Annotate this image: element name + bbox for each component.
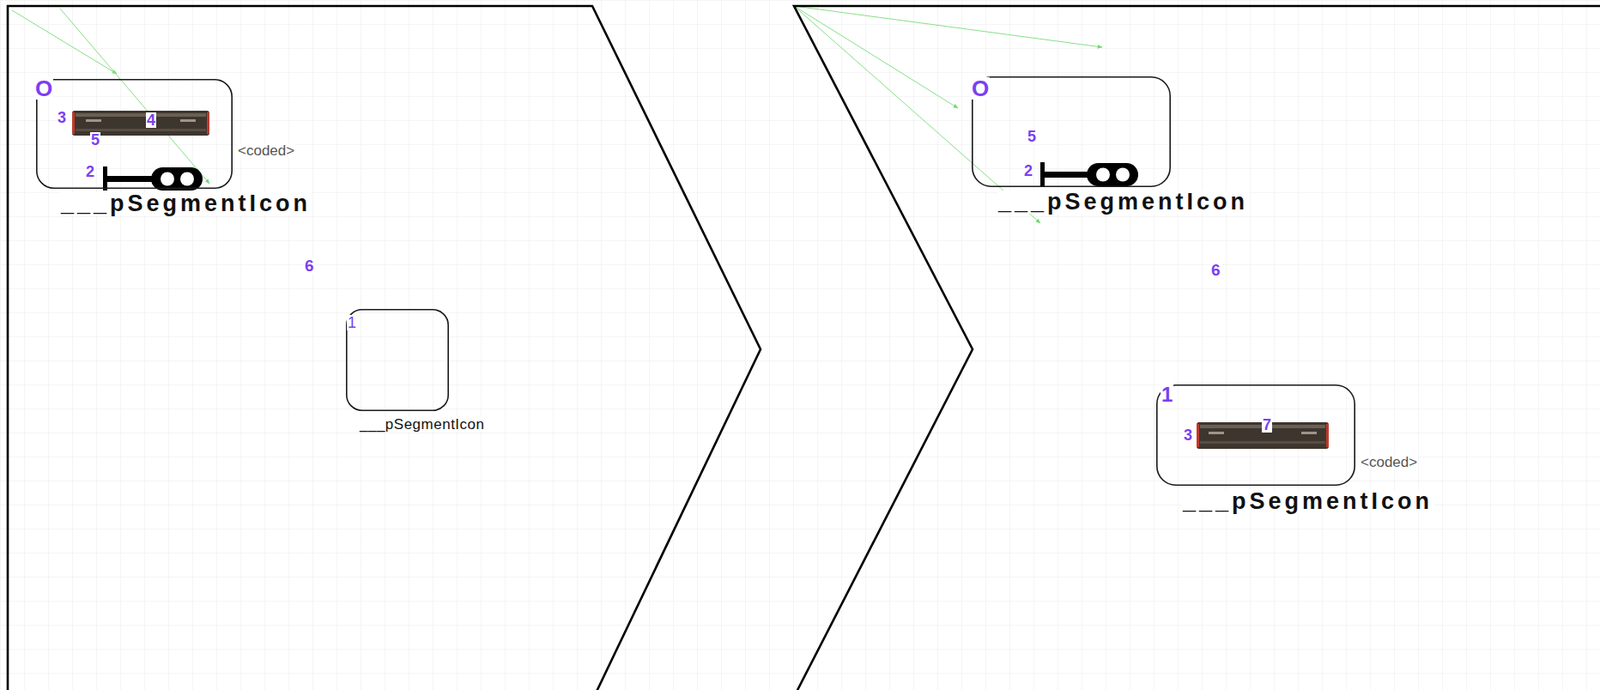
- callout-number: 1: [346, 315, 358, 331]
- box-outline: [1157, 385, 1355, 485]
- callout-number: 7: [1261, 417, 1273, 433]
- device-mark: [1301, 431, 1317, 435]
- pointer-line: [793, 6, 1103, 48]
- before-panel: O3452<coded>___pSegmentIcon1___pSegmentI…: [0, 0, 777, 690]
- pointer-line: [60, 8, 210, 184]
- key-symbol: [103, 166, 203, 191]
- node-outline: [787, 0, 1600, 690]
- device-stripe: [75, 128, 207, 132]
- segment-box: O52___pSegmentIcon: [971, 76, 1171, 188]
- callout-number: 2: [1023, 163, 1034, 179]
- chevron-outline: [793, 6, 1600, 690]
- callout-number: 5: [90, 132, 101, 148]
- after-panel: O 5 2 ___pSegmentIcon 1 3 7 <coded> ___pSegmentI…: [787, 0, 1600, 690]
- key-symbol: [1040, 162, 1139, 187]
- segment-box: 1___pSegmentIcon: [345, 309, 449, 412]
- segment-box: O3452<coded>___pSegmentIcon: [36, 78, 233, 189]
- callout-number: 6: [1210, 261, 1222, 279]
- stereotype-label: <coded>: [1359, 454, 1419, 470]
- device-mark: [1208, 431, 1225, 435]
- key-hole: [1115, 168, 1130, 182]
- key-hole: [160, 172, 175, 187]
- box-outline: [346, 309, 449, 411]
- node-outline: [971, 76, 1171, 188]
- device-mark: [180, 119, 196, 122]
- callout-number: 4: [145, 112, 157, 128]
- key-head: [151, 167, 203, 191]
- device-end: [72, 112, 75, 134]
- key-head: [1086, 163, 1139, 187]
- segment-name: ___pSegmentIcon: [358, 417, 486, 432]
- device-end: [1326, 424, 1329, 448]
- callout-letter: O: [970, 77, 990, 100]
- box-outline: [36, 79, 232, 188]
- key-hole: [1096, 168, 1110, 182]
- box-outline: [972, 77, 1170, 187]
- segment-name: ___pSegmentIcon: [997, 190, 1249, 214]
- callout-letter: O: [34, 77, 54, 100]
- callout-number: 5: [1026, 128, 1037, 145]
- key-bar: [1042, 171, 1094, 178]
- stereotype-label: <coded>: [236, 143, 296, 158]
- pointer-line: [793, 6, 958, 109]
- chevron-outline: [7, 6, 761, 690]
- segment-name: ___pSegmentIcon: [1181, 490, 1434, 514]
- key-bar: [104, 175, 158, 182]
- segment-box: 137<coded>___pSegmentIcon: [1156, 384, 1356, 486]
- callout-number: 3: [56, 109, 67, 126]
- callout-number: 6: [303, 257, 316, 274]
- node-outline: [345, 309, 449, 412]
- device-highlight: [75, 113, 207, 117]
- callout-number: 2: [84, 163, 96, 180]
- pointer-lines: [12, 6, 1103, 224]
- callout-number: 3: [1182, 427, 1194, 443]
- node-outline: [0, 0, 777, 690]
- device-mark: [85, 119, 102, 122]
- device-stripe: [1200, 441, 1326, 444]
- pointer-line: [12, 10, 117, 74]
- node-outline: [36, 78, 233, 189]
- segment-name: ___pSegmentIcon: [60, 192, 312, 216]
- key-hole: [180, 172, 194, 187]
- device-end: [206, 112, 210, 134]
- callout-number: 1: [1160, 384, 1174, 406]
- device-end: [1196, 424, 1200, 448]
